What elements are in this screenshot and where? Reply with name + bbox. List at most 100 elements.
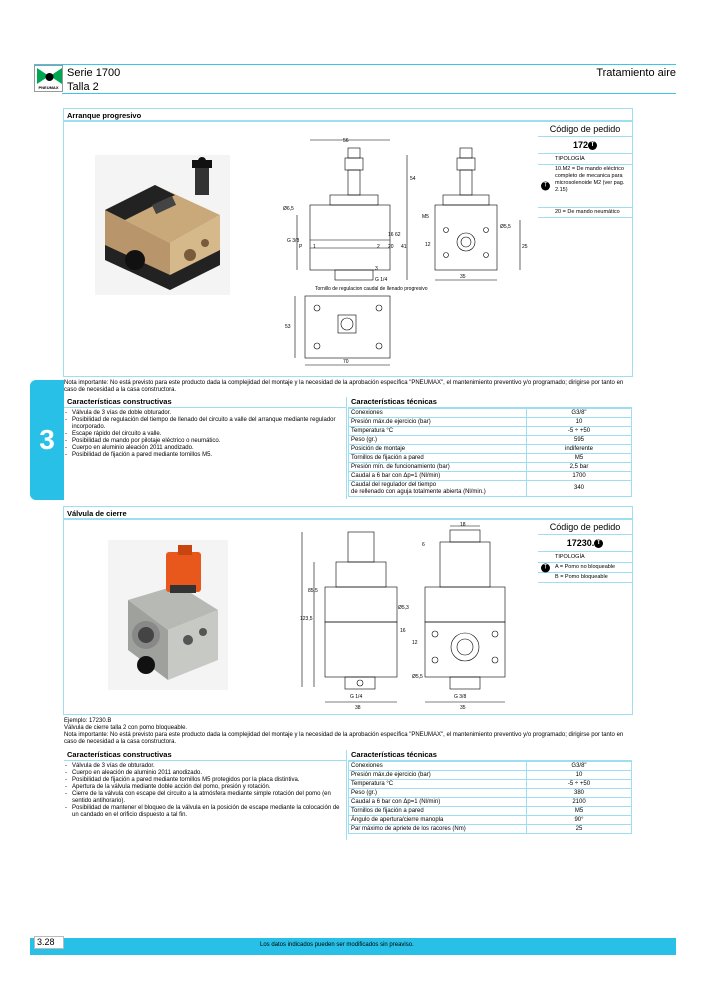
header-rule-2 [62, 93, 676, 94]
list-item: Posibilidad de regulación del tiempo de … [64, 417, 344, 431]
dim-label: M5 [422, 214, 429, 220]
order-code-title: Código de pedido [538, 520, 632, 535]
dim-label: 56 [343, 138, 349, 144]
tipologia-label: TIPOLOGÍA [538, 154, 632, 165]
dim-label: G 3/8 [454, 694, 466, 700]
dim-label: 12 [425, 242, 431, 248]
dim-label: 123,5 [300, 616, 313, 622]
features-heading-2: Características constructivas [64, 750, 346, 761]
table-row: Presión máx.de ejercicio (bar)10 [348, 417, 632, 427]
list-item: Apertura de la válvula mediante doble ac… [64, 784, 344, 791]
table-row: Temperatura °C-5 ÷ +50 [348, 779, 632, 789]
dim-label: 53 [285, 324, 291, 330]
serie-title: Serie 1700 [67, 67, 121, 79]
list-item: Escape rápido del circuito a valle. [64, 431, 344, 438]
tipologia-badge-icon: T [541, 563, 550, 572]
table-row: Temperatura °C-5 ÷ +50 [348, 426, 632, 436]
pneumax-logo: PNEUMAX [34, 65, 63, 92]
table-row: Caudal a 6 bar con Δp=1 (Nl/min)2100 [348, 797, 632, 807]
dim-label: 35 [460, 274, 466, 280]
table-row: Peso (gr.)380 [348, 788, 632, 798]
dim-label: 38 [355, 705, 361, 711]
dim-label: Ø6,5 [283, 206, 294, 212]
dim-label: G 3/8 [287, 238, 299, 244]
list-item: Cuerpo en aleación de aluminio 2011 anod… [64, 770, 344, 777]
drawing-caption: Tornillo de regulacion caudal de llenado… [315, 286, 428, 292]
list-item: Posibilidad de fijación a pared mediante… [64, 777, 344, 784]
maintenance-note-1: Nota importante: No está previsto para e… [64, 380, 624, 393]
section-title-arranque: Arranque progresivo [63, 108, 633, 121]
tipologia-badge-icon: T [541, 181, 550, 191]
dim-label: 1 [313, 244, 316, 250]
dim-label: 12 [412, 640, 418, 646]
dim-label: 54 [410, 176, 416, 182]
dim-label: Ø5,3 [398, 605, 409, 611]
section-title-valvula: Válvula de cierre [63, 506, 633, 519]
table-row: Caudal a 6 bar con Δp=1 (Nl/min)1700 [348, 471, 632, 481]
dim-label: 2 [377, 244, 380, 250]
list-item: Posibilidad de fijación a pared mediante… [64, 452, 344, 459]
dim-label: G 1/4 [350, 694, 362, 700]
dim-label: 3 [375, 266, 378, 272]
logo-mark-icon [37, 68, 62, 84]
list-item: Posibilidad de mantener el bloqueo de la… [64, 805, 344, 819]
maintenance-note-2: Ejemplo: 17230.B Válvula de cierre talla… [64, 718, 624, 745]
section2-figure-panel [63, 519, 633, 715]
tipologia-label: TIPOLOGÍA [538, 552, 632, 563]
table-row: Presión mín. de funcionamiento (bar)2,5 … [348, 462, 632, 472]
talla-title: Talla 2 [67, 81, 99, 93]
table-row: Caudal del regulador del tiempo de relle… [348, 480, 632, 497]
technical-drawing-arranque: 56 Ø6,5 54 62 G 3/8 P 1 2 16 20 41 3 G 1… [283, 138, 528, 366]
table-row: Par máximo de apriete de los racores (Nm… [348, 824, 632, 834]
tech-heading-1: Características técnicas [348, 397, 632, 408]
order-code-title: Código de pedido [538, 122, 632, 137]
chapter-number: 3 [39, 424, 55, 455]
order-code-value: 17230.T [538, 535, 632, 552]
features-list-2: Válvula de 3 vías de obturador. Cuerpo e… [64, 763, 344, 819]
chapter-tab: 3 [30, 380, 64, 500]
table-row: Peso (gr.)595 [348, 435, 632, 445]
dim-label: 6 [422, 542, 425, 548]
dim-label: 35 [460, 705, 466, 711]
tipologia-option: 20 = De mando neumático [538, 208, 632, 218]
dim-label: 62 [395, 232, 401, 238]
column-divider [346, 397, 347, 499]
list-item: Cierre de la válvula con escape del circ… [64, 791, 344, 805]
tipologia-option: B = Pomo bloqueable [538, 573, 632, 583]
dim-label: 18 [460, 522, 466, 528]
header-rule [34, 64, 676, 65]
product-photo-valvula [108, 540, 228, 690]
dim-label: 25 [522, 244, 528, 250]
section1-figure-panel [63, 121, 633, 377]
dim-label: 16 [400, 628, 406, 634]
list-item: Cuerpo en aluminio aleación 2011 anodiza… [64, 445, 344, 452]
footer-bar [30, 938, 676, 955]
features-heading-1: Características constructivas [64, 397, 346, 408]
logo-text: PNEUMAX [38, 85, 59, 90]
dim-label: P [299, 244, 303, 250]
tipologia-badge-icon: T [588, 141, 598, 151]
column-divider [346, 750, 347, 840]
dim-label: Ø5,5 [500, 224, 511, 230]
dim-label: Ø5,5 [412, 674, 423, 680]
list-item: Válvula de 3 vías de obturador. [64, 763, 344, 770]
list-item: Válvula de 3 vías de doble obturador. [64, 410, 344, 417]
section-heading: Tratamiento aire [596, 67, 676, 79]
product-photo-arranque [95, 155, 230, 295]
dim-label: 70 [343, 359, 349, 365]
dim-label: 85,5 [308, 588, 318, 594]
dim-label: 16 [388, 232, 394, 238]
footer-disclaimer: Los datos indicados pueden ser modificad… [260, 942, 414, 948]
